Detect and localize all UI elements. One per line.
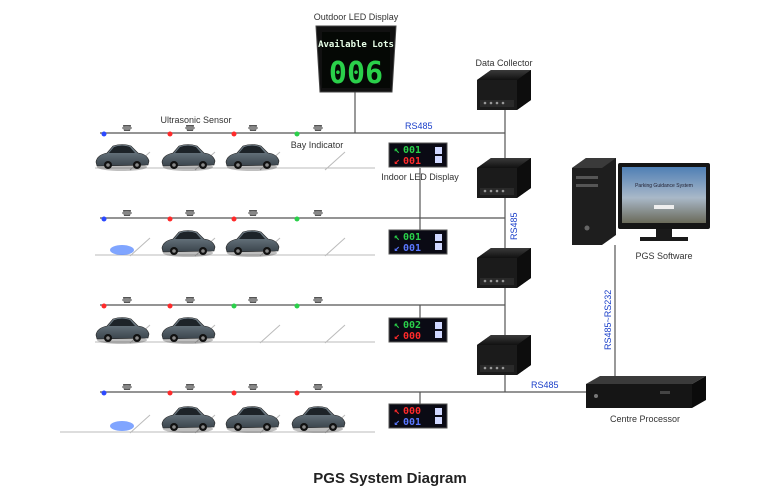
ultrasonic-sensor bbox=[248, 297, 258, 303]
pgs-software-label: PGS Software bbox=[635, 251, 692, 261]
car bbox=[95, 144, 150, 172]
svg-text:↙: ↙ bbox=[394, 243, 400, 254]
ultrasonic-sensor bbox=[313, 210, 323, 216]
rs485-label: RS485 bbox=[405, 121, 433, 131]
indoor-display-line2: 001 bbox=[403, 156, 421, 167]
car bbox=[161, 144, 216, 172]
indoor-led-display: ↖ 001 ↙ 001 bbox=[388, 229, 448, 255]
bay-indicator bbox=[231, 216, 237, 222]
ultrasonic-sensor bbox=[122, 384, 132, 390]
indoor-led-display: ↖ 001 ↙ 001 bbox=[388, 142, 448, 168]
bay-indicator bbox=[294, 390, 300, 396]
parking-row-4 bbox=[60, 384, 375, 434]
indoor-led-display-label: Indoor LED Display bbox=[381, 172, 459, 182]
rs485-rs232-label: RS485~RS232 bbox=[603, 290, 613, 350]
car bbox=[225, 406, 280, 434]
svg-text:↙: ↙ bbox=[394, 156, 400, 167]
bay-indicator bbox=[167, 131, 173, 137]
ultrasonic-sensor bbox=[313, 125, 323, 131]
data-collector-box bbox=[477, 158, 531, 198]
bay-indicator bbox=[101, 303, 107, 309]
rs485-label: RS485 bbox=[509, 212, 519, 240]
bay-indicator-label: Bay Indicator bbox=[291, 140, 344, 150]
svg-text:↖: ↖ bbox=[394, 145, 400, 156]
bay-indicator bbox=[101, 131, 107, 137]
ultrasonic-sensor bbox=[313, 384, 323, 390]
car bbox=[161, 317, 216, 345]
car bbox=[225, 230, 280, 258]
outdoor-led-display-label: Outdoor LED Display bbox=[314, 12, 399, 22]
car bbox=[225, 144, 280, 172]
bay-indicator bbox=[101, 390, 107, 396]
bay-indicator bbox=[167, 303, 173, 309]
outdoor-led-display: Available Lots 006 bbox=[315, 25, 397, 93]
data-collector-label: Data Collector bbox=[475, 58, 532, 68]
disabled-parking-symbol bbox=[110, 421, 134, 431]
ultrasonic-sensor-label: Ultrasonic Sensor bbox=[160, 115, 231, 125]
bay-indicator bbox=[101, 216, 107, 222]
bay-indicator bbox=[294, 303, 300, 309]
indoor-display-line1: 002 bbox=[403, 320, 421, 331]
indoor-display-line2: 001 bbox=[403, 417, 421, 428]
ultrasonic-sensor bbox=[313, 297, 323, 303]
svg-text:↙: ↙ bbox=[394, 331, 400, 342]
centre-processor-label: Centre Processor bbox=[610, 414, 680, 424]
parking-row-1 bbox=[95, 125, 375, 172]
svg-text:↙: ↙ bbox=[394, 417, 400, 428]
pgs-software-computer: Parking Guidance System bbox=[572, 158, 710, 245]
ultrasonic-sensor bbox=[248, 125, 258, 131]
centre-processor bbox=[586, 376, 706, 408]
outdoor-display-value: 006 bbox=[329, 56, 383, 91]
bay-indicator bbox=[231, 131, 237, 137]
bay-indicator bbox=[294, 216, 300, 222]
outdoor-display-header: Available Lots bbox=[318, 39, 394, 50]
ultrasonic-sensor bbox=[185, 210, 195, 216]
ultrasonic-sensor bbox=[248, 384, 258, 390]
data-collector-box bbox=[477, 70, 531, 110]
indoor-led-display: ↖ 002 ↙ 000 bbox=[388, 317, 448, 343]
indoor-display-line1: 001 bbox=[403, 232, 421, 243]
ultrasonic-sensor bbox=[185, 384, 195, 390]
svg-text:↖: ↖ bbox=[394, 320, 400, 331]
ultrasonic-sensor bbox=[185, 125, 195, 131]
bay-indicator bbox=[167, 390, 173, 396]
data-collector-box bbox=[477, 248, 531, 288]
car bbox=[161, 406, 216, 434]
monitor-screen-title: Parking Guidance System bbox=[635, 183, 693, 189]
indoor-led-display: ↖ 000 ↙ 001 bbox=[388, 403, 448, 429]
car bbox=[161, 230, 216, 258]
ultrasonic-sensor bbox=[122, 125, 132, 131]
rs485-label: RS485 bbox=[531, 380, 559, 390]
data-collector-box bbox=[477, 335, 531, 375]
car bbox=[291, 406, 346, 434]
parking-row-2 bbox=[95, 210, 375, 258]
ultrasonic-sensor bbox=[122, 210, 132, 216]
car bbox=[95, 317, 150, 345]
ultrasonic-sensor bbox=[185, 297, 195, 303]
ultrasonic-sensor bbox=[122, 297, 132, 303]
bay-indicator bbox=[167, 216, 173, 222]
bay-indicator bbox=[231, 303, 237, 309]
indoor-display-line2: 000 bbox=[403, 331, 421, 342]
diagram-title: PGS System Diagram bbox=[313, 470, 467, 487]
bay-indicator bbox=[231, 390, 237, 396]
indoor-display-line1: 001 bbox=[403, 145, 421, 156]
bay-indicator bbox=[294, 131, 300, 137]
svg-text:↖: ↖ bbox=[394, 232, 400, 243]
parking-row-3 bbox=[95, 297, 375, 345]
svg-text:↖: ↖ bbox=[394, 406, 400, 417]
disabled-parking-symbol bbox=[110, 245, 134, 255]
indoor-display-line1: 000 bbox=[403, 406, 421, 417]
indoor-display-line2: 001 bbox=[403, 243, 421, 254]
ultrasonic-sensor bbox=[248, 210, 258, 216]
